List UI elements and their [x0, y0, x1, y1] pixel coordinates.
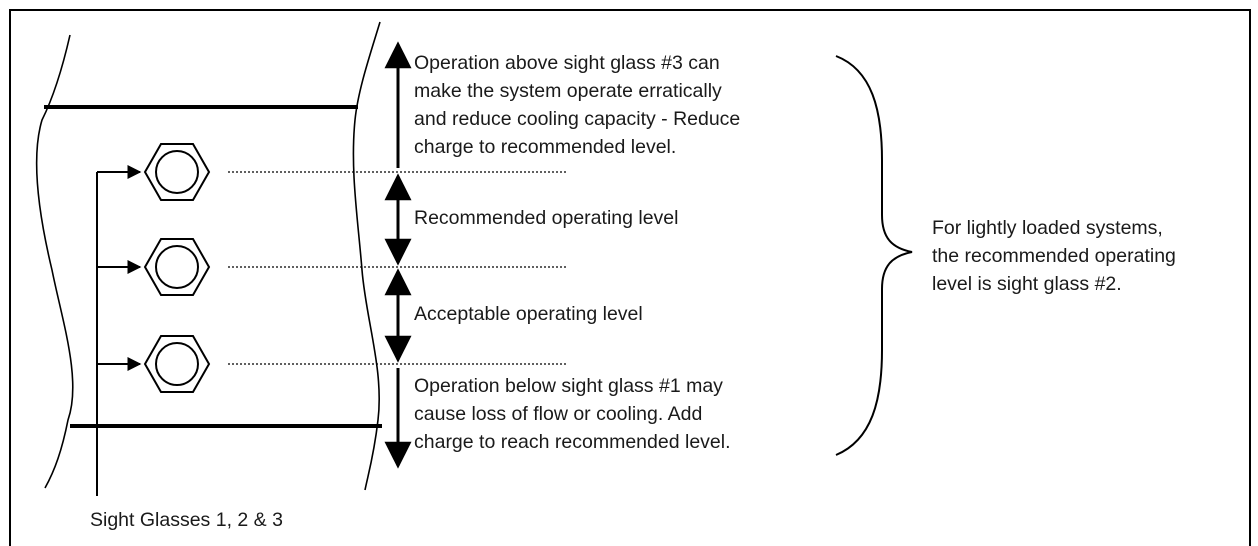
tank-break-left [35, 34, 74, 489]
above-note: Operation above sight glass #3 can make … [414, 52, 746, 158]
sight-glass-2 [143, 238, 211, 296]
acceptable-level-label: Acceptable operating level [414, 303, 643, 325]
frame-border [9, 9, 1251, 546]
curly-brace [835, 55, 913, 456]
tank-break-right [352, 21, 381, 491]
sight-glass-1 [143, 335, 211, 393]
sight-glass-3 [143, 143, 211, 201]
recommended-level-label: Recommended operating level [414, 207, 679, 229]
sight-glass-label: Sight Glasses 1, 2 & 3 [90, 509, 283, 531]
light-load-note: For lightly loaded systems, the recommen… [932, 217, 1181, 295]
below-note: Operation below sight glass #1 may cause… [414, 375, 731, 453]
